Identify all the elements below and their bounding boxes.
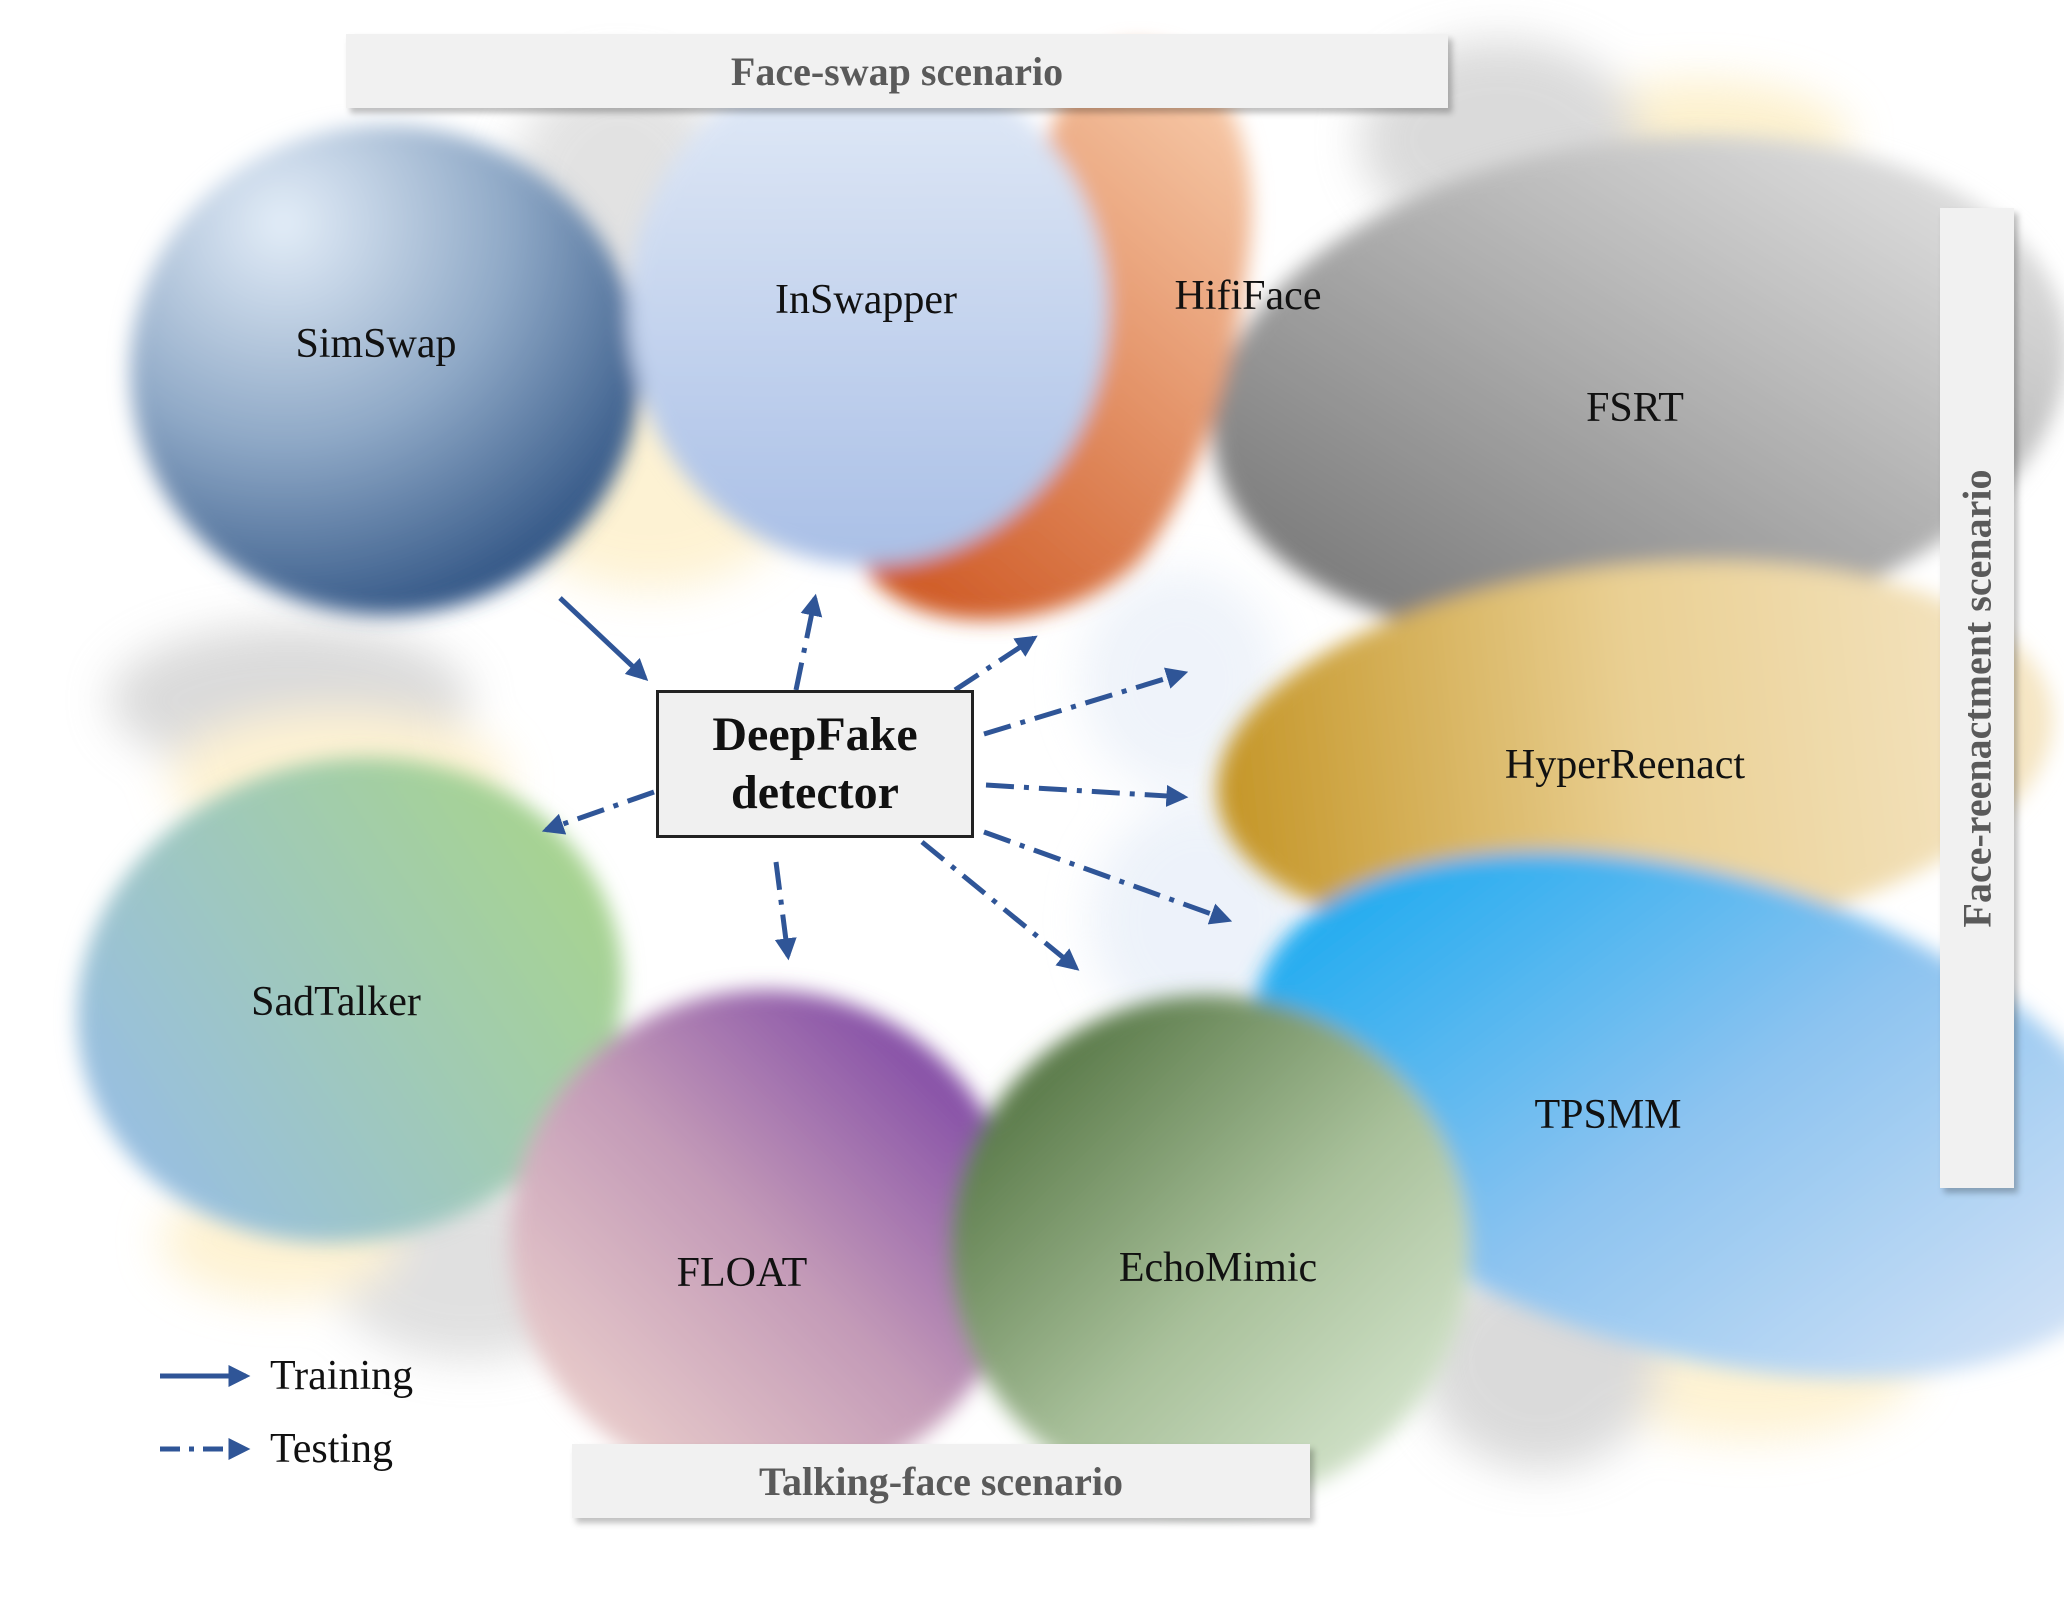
arrow-testing-fsrt xyxy=(983,667,1189,737)
scenario-talking-face-box: Talking-face scenario xyxy=(572,1444,1310,1518)
node-float-label: FLOAT xyxy=(676,1250,808,1296)
arrow-testing-sadtalker xyxy=(541,789,655,835)
scenario-face-swap-label: Face-swap scenario xyxy=(730,48,1064,94)
arrow-testing-tpsmm xyxy=(983,829,1233,925)
node-hififace-label: HifiFace xyxy=(1174,273,1322,319)
node-hyperreenact-label: HyperReenact xyxy=(1504,742,1746,788)
arrow-testing-inswapper xyxy=(793,593,823,691)
arrow-testing-echomimic xyxy=(920,840,1080,971)
deepfake-detector-box: DeepFake detector xyxy=(656,690,974,838)
node-tpsmm-label: TPSMM xyxy=(1534,1092,1682,1138)
scenario-face-reenactment-box: Face-reenactment scenario xyxy=(1940,208,2014,1188)
arrow-testing-float xyxy=(773,861,797,961)
arrow-testing-hififace xyxy=(953,635,1038,693)
node-fsrt-label: FSRT xyxy=(1586,385,1684,431)
legend-testing-label: Testing xyxy=(270,1426,394,1472)
legend-training-label: Training xyxy=(270,1353,414,1399)
node-simswap-label: SimSwap xyxy=(295,321,457,367)
detector-label-line2: detector xyxy=(731,766,899,819)
node-inswapper-label: InSwapper xyxy=(775,277,957,323)
scenario-face-swap-box: Face-swap scenario xyxy=(346,34,1448,108)
arrow-testing-hyperreenact xyxy=(985,782,1189,807)
node-sadtalker-label: SadTalker xyxy=(251,979,421,1025)
scenario-talking-face-label: Talking-face scenario xyxy=(758,1458,1124,1504)
node-echomimic-label: EchoMimic xyxy=(1118,1245,1318,1291)
detector-label-line1: DeepFake xyxy=(712,708,918,762)
arrow-training-simswap xyxy=(558,596,649,682)
